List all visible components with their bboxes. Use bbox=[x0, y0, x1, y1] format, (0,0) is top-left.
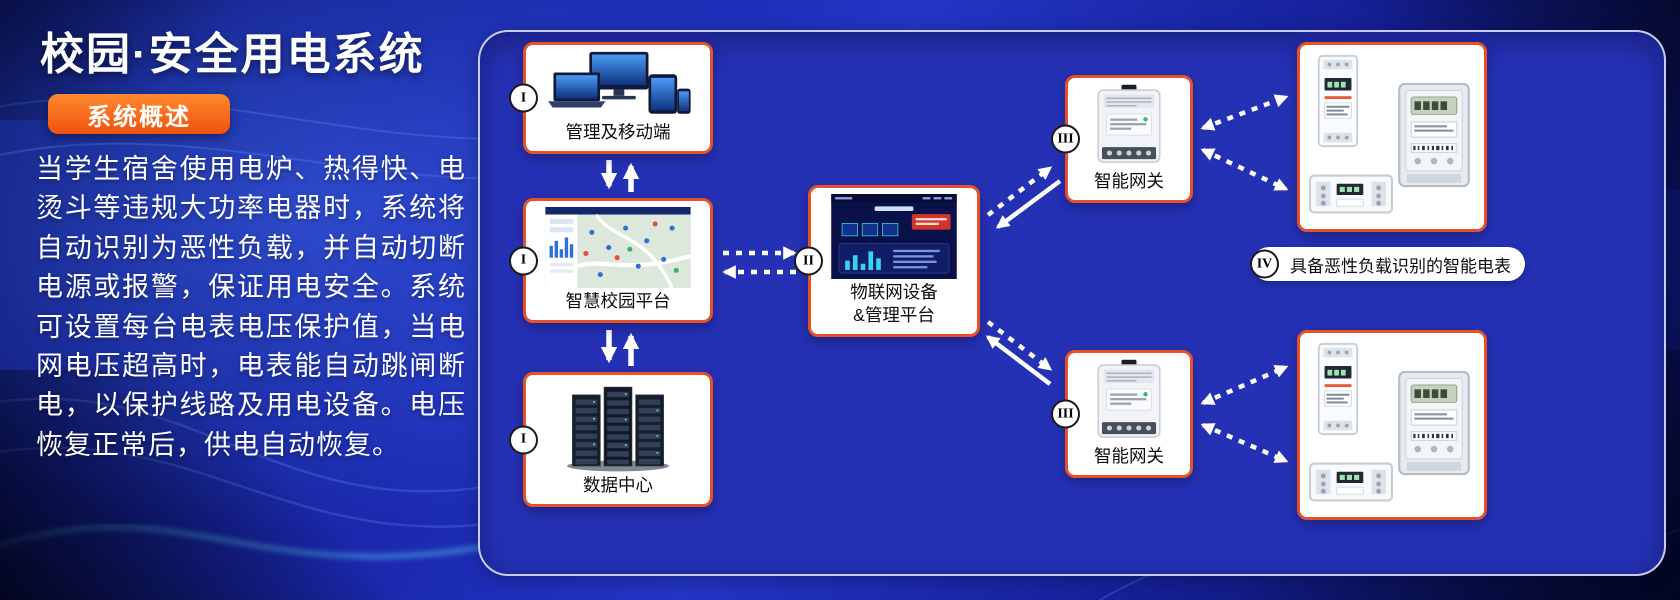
overview-badge: 系统概述 bbox=[48, 94, 230, 134]
meter-icon bbox=[1312, 53, 1364, 149]
node-smart-meters-top bbox=[1297, 42, 1487, 232]
gateway-icon bbox=[1068, 353, 1190, 445]
meter-icon bbox=[1308, 457, 1394, 507]
numeral-badge: II bbox=[794, 246, 823, 276]
iot-dashboard-illustration bbox=[811, 188, 977, 281]
devices-illustration bbox=[526, 45, 710, 121]
smart-meter-caption-text: 具备恶性负载识别的智能电表 bbox=[1290, 256, 1511, 276]
numeral-badge: I bbox=[509, 246, 538, 275]
node-label: 管理及移动端 bbox=[565, 122, 671, 143]
meter-icon bbox=[1312, 341, 1364, 437]
node-management-terminals: I 管理及移动端 bbox=[509, 42, 713, 154]
numeral-badge: I bbox=[509, 83, 538, 113]
servers-illustration bbox=[526, 375, 710, 474]
node-iot-platform: II 物联网设备 &管理平台 bbox=[794, 185, 980, 337]
node-label: 数据中心 bbox=[583, 475, 653, 496]
node-data-center: I 数据中心 bbox=[509, 372, 713, 507]
node-gateway-top: III 智能网关 bbox=[1051, 75, 1193, 203]
page-title: 校园·安全用电系统 bbox=[40, 30, 425, 79]
numeral-badge: III bbox=[1051, 399, 1080, 429]
node-campus-platform: I 智慧校园平台 bbox=[509, 198, 713, 323]
smart-meter-caption: IV 具备恶性负载识别的智能电表 bbox=[1250, 247, 1525, 281]
gateway-icon bbox=[1068, 78, 1190, 170]
meter-icon bbox=[1396, 367, 1472, 479]
numeral-badge: I bbox=[509, 425, 538, 454]
overview-text: 当学生宿舍使用电炉、热得快、电烫斗等违规大功率电器时，系统将自动识别为恶性负载，… bbox=[36, 154, 466, 460]
numeral-badge: III bbox=[1051, 124, 1080, 154]
node-gateway-bottom: III 智能网关 bbox=[1051, 350, 1193, 478]
node-label: &管理平台 bbox=[853, 305, 935, 326]
numeral-badge: IV bbox=[1250, 249, 1279, 279]
node-label: 智能网关 bbox=[1094, 446, 1164, 467]
node-label: 智慧校园平台 bbox=[565, 291, 671, 312]
dashboard-illustration bbox=[526, 201, 710, 290]
node-label: 智能网关 bbox=[1094, 171, 1164, 192]
node-smart-meters-bottom bbox=[1297, 330, 1487, 520]
meter-icon bbox=[1396, 79, 1472, 191]
node-label: 物联网设备 bbox=[850, 282, 938, 303]
meter-icon bbox=[1308, 169, 1394, 219]
